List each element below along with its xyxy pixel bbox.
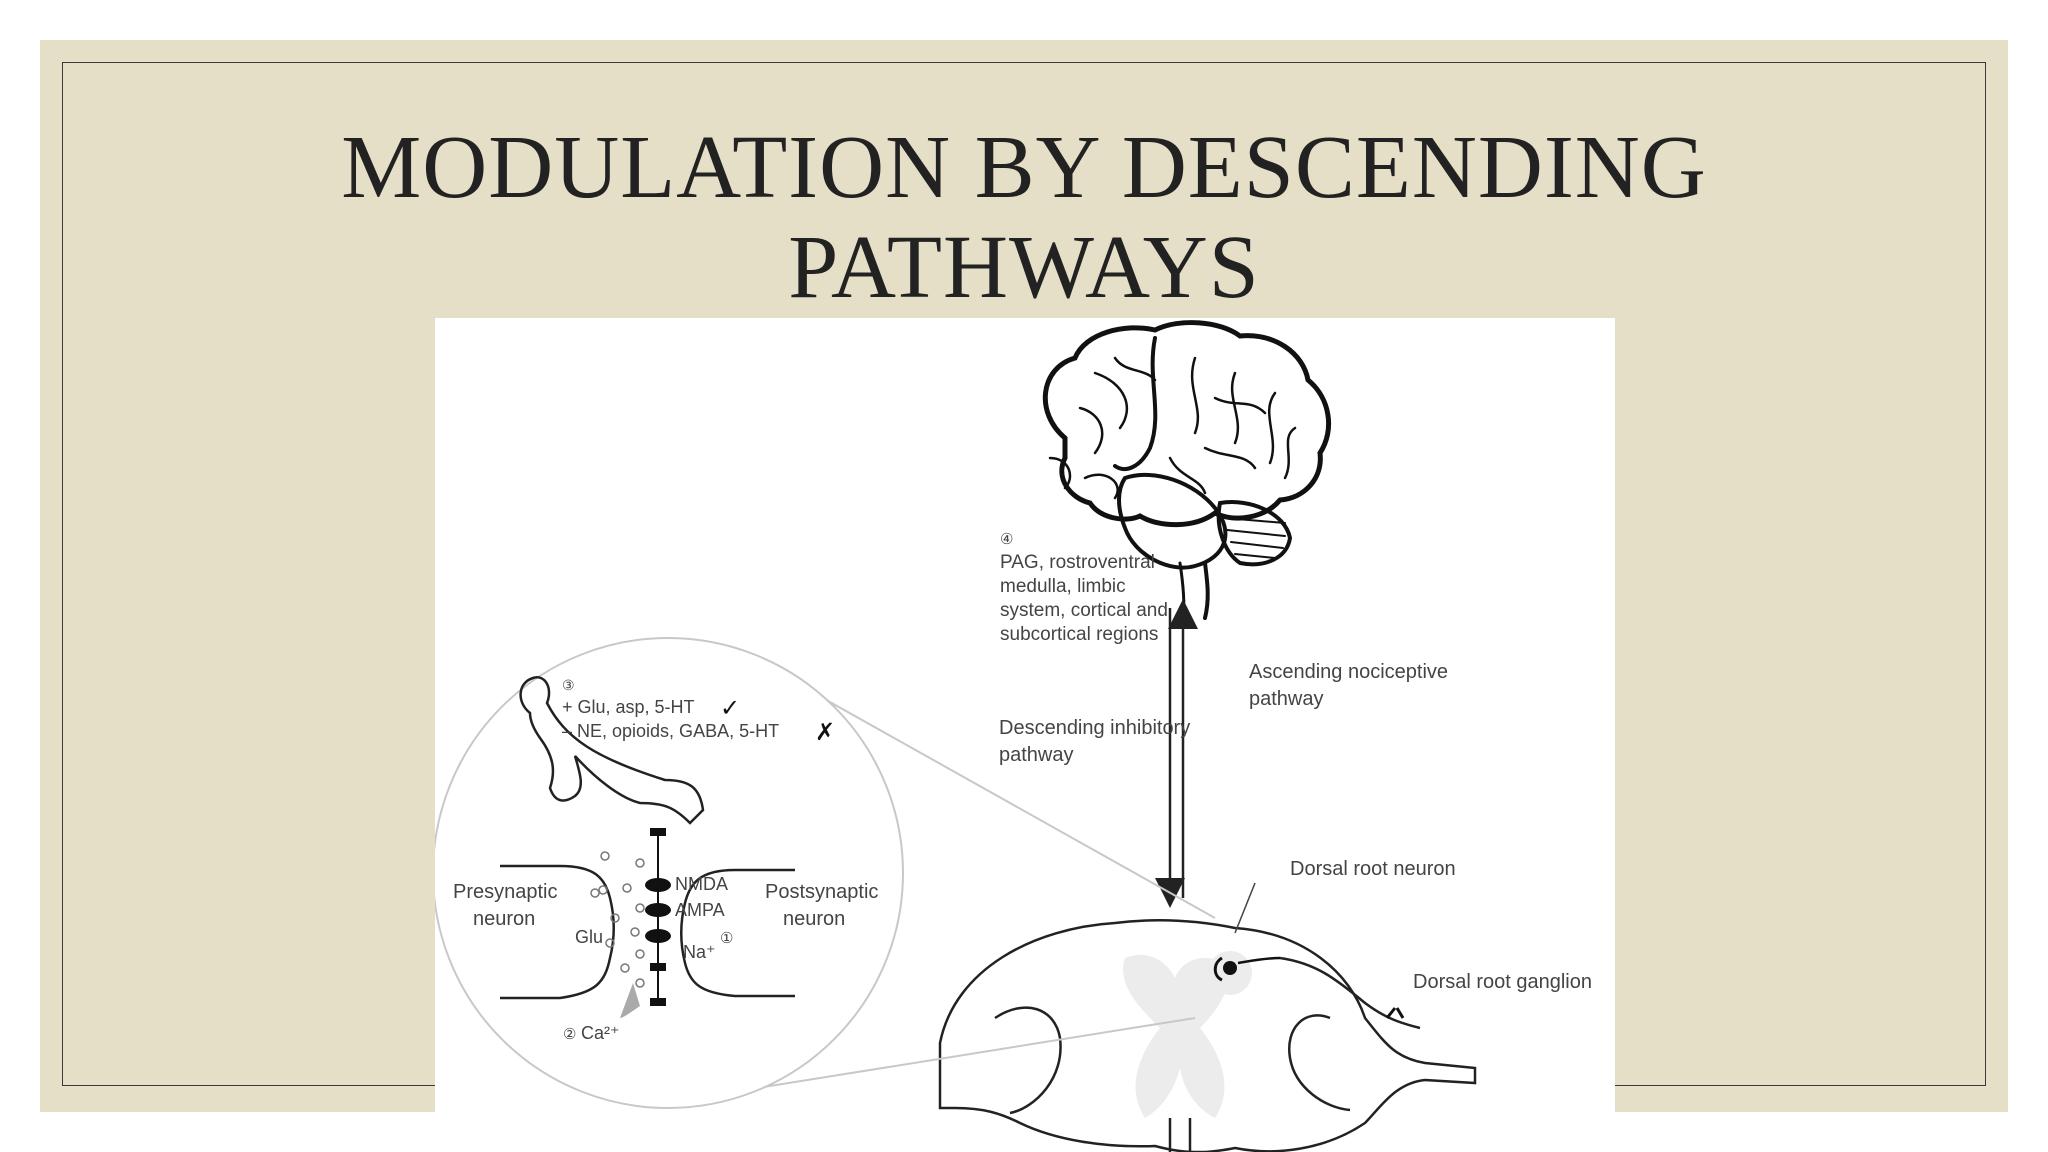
ascending-label-1: Ascending nociceptive <box>1249 661 1448 683</box>
descending-label-1: Descending inhibitory <box>999 717 1190 739</box>
descending-label-2: pathway <box>999 744 1074 766</box>
ampa-label: AMPA <box>675 900 725 920</box>
brain-region-line-3: system, cortical and <box>1000 600 1168 621</box>
nmda-label: NMDA <box>675 874 728 894</box>
brain-illustration <box>1042 320 1332 620</box>
cross-icon: ✗ <box>815 718 835 746</box>
title-line-1: MODULATION BY DESCENDING <box>341 118 1707 217</box>
marker-2: ② <box>563 1026 576 1043</box>
dorsal-root-neuron-leader <box>1234 882 1256 934</box>
pathway-diagram: ④ PAG, rostroventral medulla, limbic sys… <box>435 320 1592 1152</box>
synapse-illustration <box>500 676 795 1018</box>
postsynaptic-label-1: Postsynaptic <box>765 881 878 903</box>
brain-region-line-1: PAG, rostroventral <box>1000 552 1155 573</box>
marker-4: ④ <box>1000 531 1013 548</box>
presynaptic-label-1: Presynaptic <box>453 881 558 903</box>
brain-region-line-2: medulla, limbic <box>1000 576 1126 597</box>
slide-title: MODULATION BY DESCENDING PATHWAYS <box>0 118 2048 318</box>
dorsal-root-neuron-label: Dorsal root neuron <box>1290 858 1456 880</box>
excitatory-line: + Glu, asp, 5-HT <box>562 697 695 717</box>
na-label: Na⁺ <box>683 942 716 962</box>
ca-label: Ca²⁺ <box>581 1023 620 1043</box>
ascending-label-2: pathway <box>1249 688 1324 710</box>
glu-label: Glu <box>575 927 603 947</box>
pain-pathway-figure: ④ PAG, rostroventral medulla, limbic sys… <box>435 318 1615 1152</box>
synapse-magnifier <box>435 637 904 1109</box>
inhibitory-line: – NE, opioids, GABA, 5-HT <box>562 721 779 741</box>
check-icon: ✓ <box>720 694 740 722</box>
brain-region-label: ④ PAG, rostroventral medulla, limbic sys… <box>1000 531 1168 645</box>
presynaptic-label-2: neuron <box>473 908 535 930</box>
spinal-cord-illustration <box>938 919 1477 1152</box>
zoom-line-bottom <box>694 1017 1196 1099</box>
synapse-labels: ③ + Glu, asp, 5-HT ✓ – NE, opioids, GABA… <box>453 677 878 1043</box>
postsynaptic-label-2: neuron <box>783 908 845 930</box>
brain-region-line-4: subcortical regions <box>1000 624 1158 645</box>
marker-3: ③ <box>562 677 575 693</box>
title-line-2: PATHWAYS <box>788 218 1260 317</box>
zoom-line-top <box>804 687 1216 919</box>
marker-1: ① <box>720 930 733 947</box>
dorsal-root-ganglion-label: Dorsal root ganglion <box>1413 971 1592 993</box>
